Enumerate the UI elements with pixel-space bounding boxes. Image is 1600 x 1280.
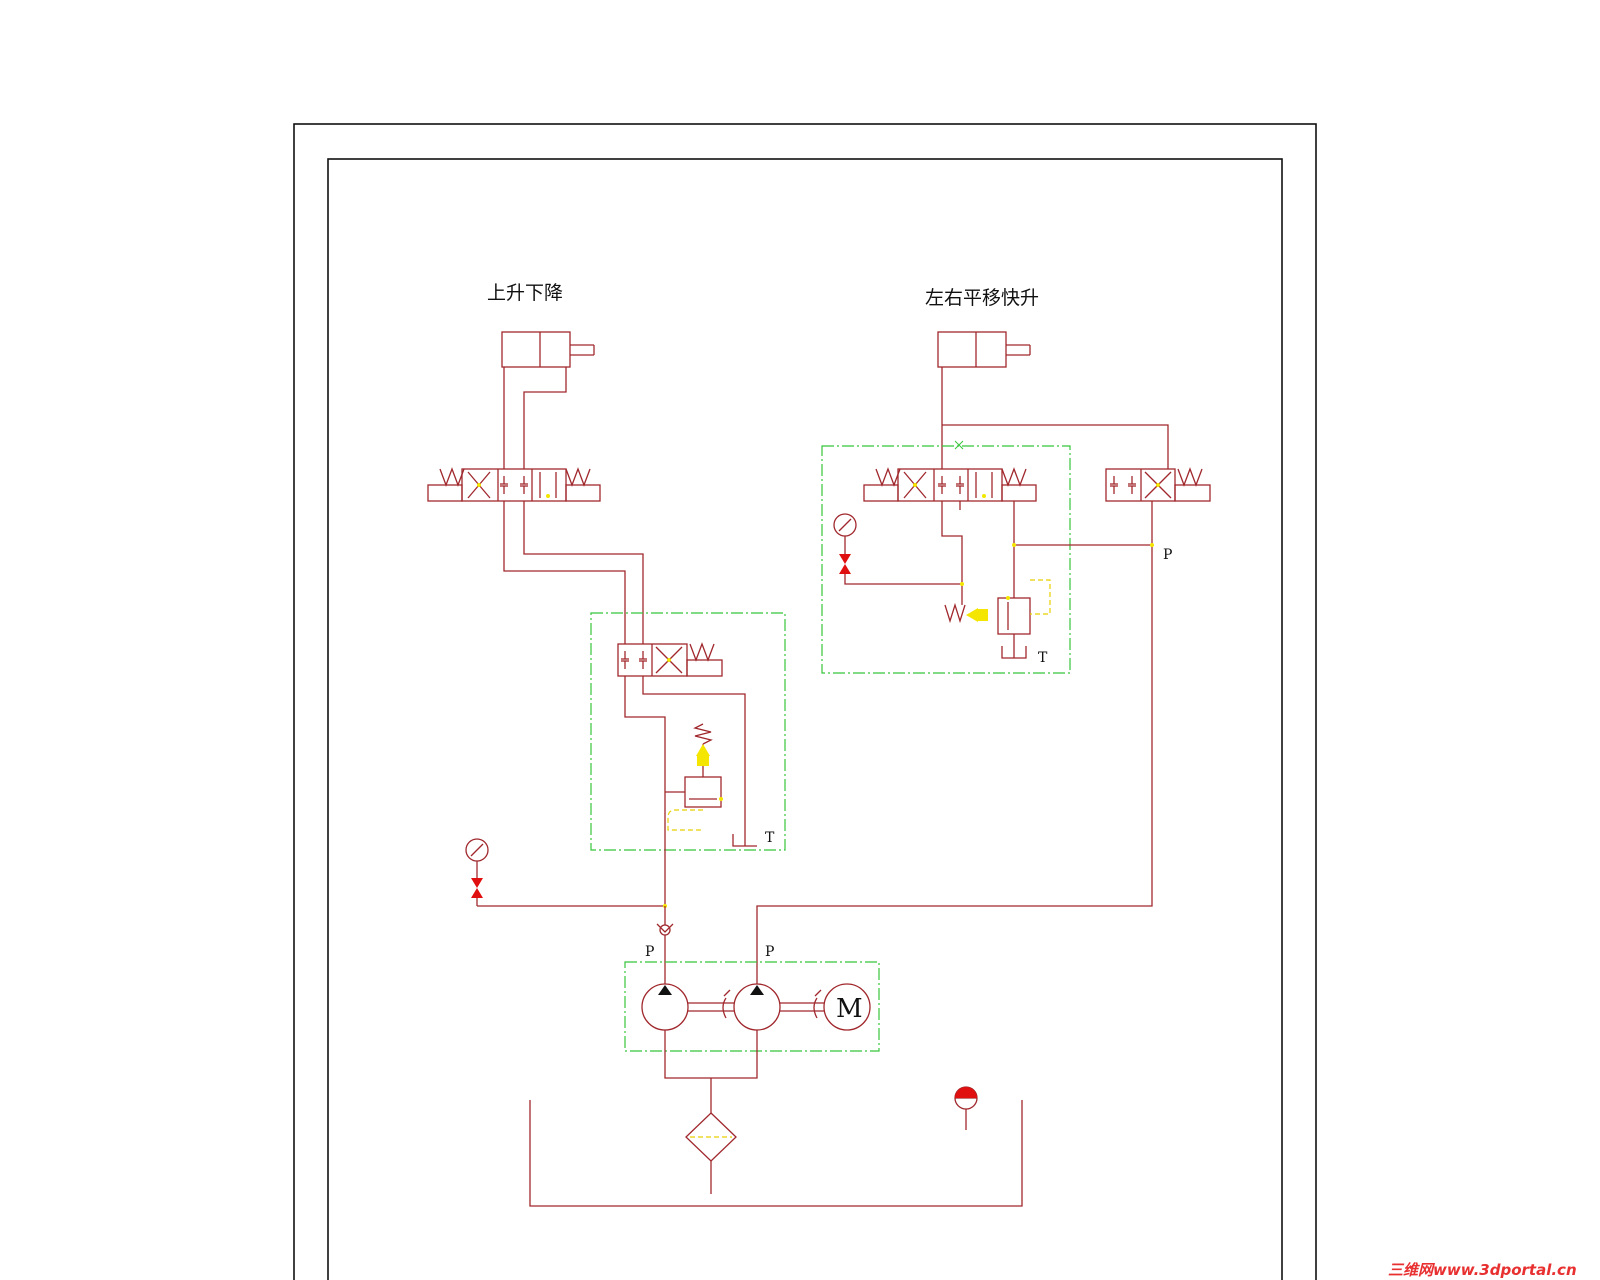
suction-line (664, 1030, 758, 1079)
port-p-right: P (1163, 547, 1172, 563)
middle-line-pump (624, 676, 666, 906)
pump-group (624, 961, 880, 1052)
title-lift-lower: 上升下降 (487, 282, 563, 304)
left-valve-line-a (503, 501, 626, 644)
right-directional-valve (863, 440, 1037, 502)
middle-line-tank (642, 676, 746, 846)
pump-1 (641, 983, 689, 1031)
middle-valve-group (590, 612, 786, 851)
right-cylinder (937, 331, 1031, 368)
port-p-pump2: P (765, 944, 774, 960)
title-shift-fast-lift: 左右平移快升 (925, 287, 1039, 309)
pump-shafts (688, 989, 824, 1019)
left-cylinder-line-b (523, 367, 567, 469)
port-t-right: T (1038, 650, 1048, 666)
motor-label: M (836, 994, 863, 1024)
right-tank-symbol (1001, 646, 1027, 659)
port-p-pump1: P (645, 944, 654, 960)
left-pressure-gauge (465, 838, 489, 906)
middle-relief-valve (667, 723, 723, 831)
left-directional-valve (427, 467, 601, 502)
pump-2 (733, 983, 781, 1031)
right-junction-2 (1012, 543, 1016, 547)
electric-motor: M (823, 983, 871, 1031)
watermark: 三维网www.3dportal.cn (1388, 1261, 1577, 1279)
right-valve-group (821, 445, 1071, 674)
outer-frame (293, 123, 1317, 1280)
right-pressure-gauge (833, 513, 857, 574)
right-cylinder-branch (942, 424, 1169, 469)
left-valve-line-b (523, 501, 644, 644)
shift-directional-valve (1105, 467, 1211, 502)
left-cylinder (501, 331, 595, 368)
inner-frame (327, 158, 1283, 1280)
reservoir (529, 1100, 1023, 1207)
port-t-middle: T (765, 830, 775, 846)
right-valve-line-a (844, 501, 963, 585)
right-valve-line-c (1013, 501, 1152, 546)
middle-tank-symbol (732, 834, 757, 847)
right-junction-1 (960, 582, 964, 586)
shift-valve-line (756, 501, 1153, 985)
check-valve (656, 906, 674, 936)
right-relief-valve (944, 579, 1051, 635)
suction-filter (685, 1112, 737, 1194)
middle-directional-valve (617, 642, 723, 677)
level-gauge (954, 1086, 978, 1130)
shift-junction (1150, 543, 1154, 547)
